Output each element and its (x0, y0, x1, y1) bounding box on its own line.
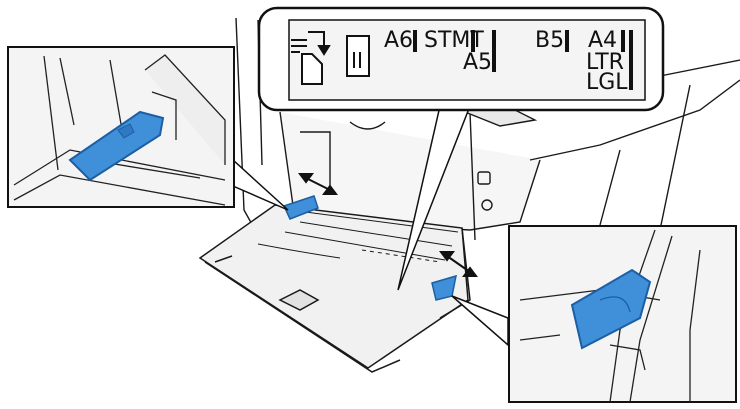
printer-led (481, 199, 493, 211)
paper-size-scale-callout (257, 6, 665, 112)
left-guide-arrow (305, 177, 331, 191)
right-guide-arrow (446, 255, 471, 273)
multipurpose-tray (198, 204, 471, 373)
scale-label-ltr: LTR (586, 50, 624, 75)
scale-label-a4: A4 (588, 28, 618, 53)
zoomed-right-guide (570, 268, 652, 350)
left-paper-guide (282, 195, 319, 220)
scale-label-a6: A6 (384, 28, 414, 53)
scale-label-lgl: LGL (586, 70, 628, 95)
scale-label-b5: B5 (535, 28, 565, 53)
tray-handle (278, 289, 320, 311)
scale-ticks (413, 30, 633, 90)
right-guide-zoom-panel (508, 225, 737, 403)
scale-label-a5: A5 (463, 50, 493, 75)
paper-feed-icon (291, 31, 331, 85)
scale-label-stmt: STMT (424, 28, 484, 53)
left-guide-zoom-panel (7, 46, 235, 208)
printer-button-icon (477, 171, 491, 185)
paper-orientation-icon (346, 35, 370, 77)
slide-arrows (298, 173, 478, 277)
zoomed-left-guide (68, 110, 165, 182)
